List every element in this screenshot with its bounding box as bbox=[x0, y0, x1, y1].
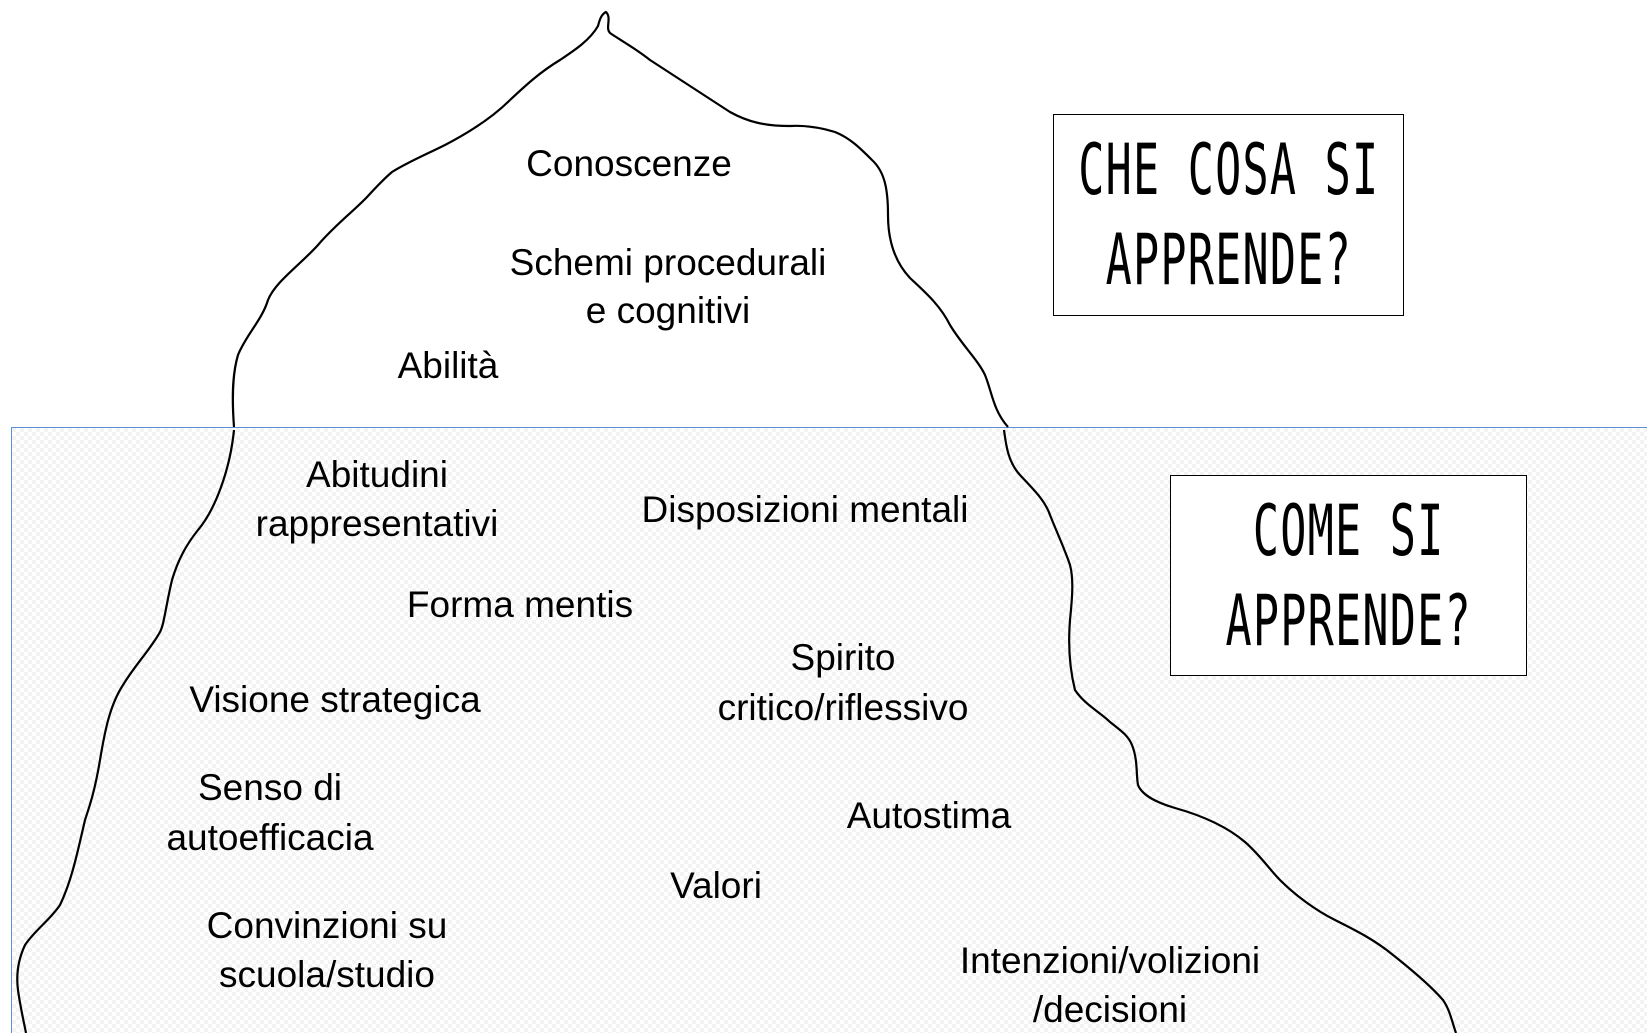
label-disposizioni: Disposizioni mentali bbox=[641, 489, 969, 530]
come-line1: COME SI bbox=[1252, 489, 1445, 572]
label-spirito-line2: critico/riflessivo bbox=[717, 687, 969, 728]
che-cosa-line1: CHE COSA SI bbox=[1077, 129, 1380, 211]
iceberg-right-outline bbox=[1002, 429, 1458, 1033]
iceberg-tip-outline bbox=[231, 10, 1009, 428]
label-abitudini-line2: rappresentativi bbox=[255, 503, 499, 544]
label-autostima: Autostima bbox=[846, 795, 1012, 836]
label-intenzioni-line2: /decisioni bbox=[1032, 989, 1188, 1030]
come-line2: APPRENDE? bbox=[1225, 579, 1472, 662]
label-abilita: Abilità bbox=[397, 345, 499, 386]
label-abitudini-line1: Abitudini bbox=[306, 454, 448, 495]
label-visione: Visione strategica bbox=[189, 679, 481, 720]
che-cosa-text: CHE COSA SI APPRENDE? bbox=[1078, 125, 1379, 305]
label-conoscenze: Conoscenze bbox=[526, 143, 732, 184]
label-convinzioni-line1: Convinzioni su bbox=[206, 905, 448, 946]
label-schemi-line2: e cognitivi bbox=[585, 290, 751, 331]
label-convinzioni-line2: scuola/studio bbox=[219, 954, 435, 995]
label-schemi-line1: Schemi procedurali bbox=[509, 242, 827, 283]
che-cosa-box: CHE COSA SI APPRENDE? bbox=[1053, 114, 1404, 316]
iceberg-left-outline bbox=[16, 429, 236, 1033]
label-intenzioni-line1: Intenzioni/volizioni bbox=[959, 940, 1261, 981]
come-box: COME SI APPRENDE? bbox=[1170, 475, 1527, 676]
label-valori: Valori bbox=[670, 865, 762, 906]
label-spirito-line1: Spirito bbox=[790, 637, 896, 678]
label-senso-line2: autoefficacia bbox=[166, 817, 374, 858]
label-forma-mentis: Forma mentis bbox=[406, 584, 634, 625]
label-senso-line1: Senso di bbox=[198, 767, 342, 808]
che-cosa-line2: APPRENDE? bbox=[1105, 219, 1352, 301]
come-text: COME SI APPRENDE? bbox=[1225, 486, 1471, 666]
